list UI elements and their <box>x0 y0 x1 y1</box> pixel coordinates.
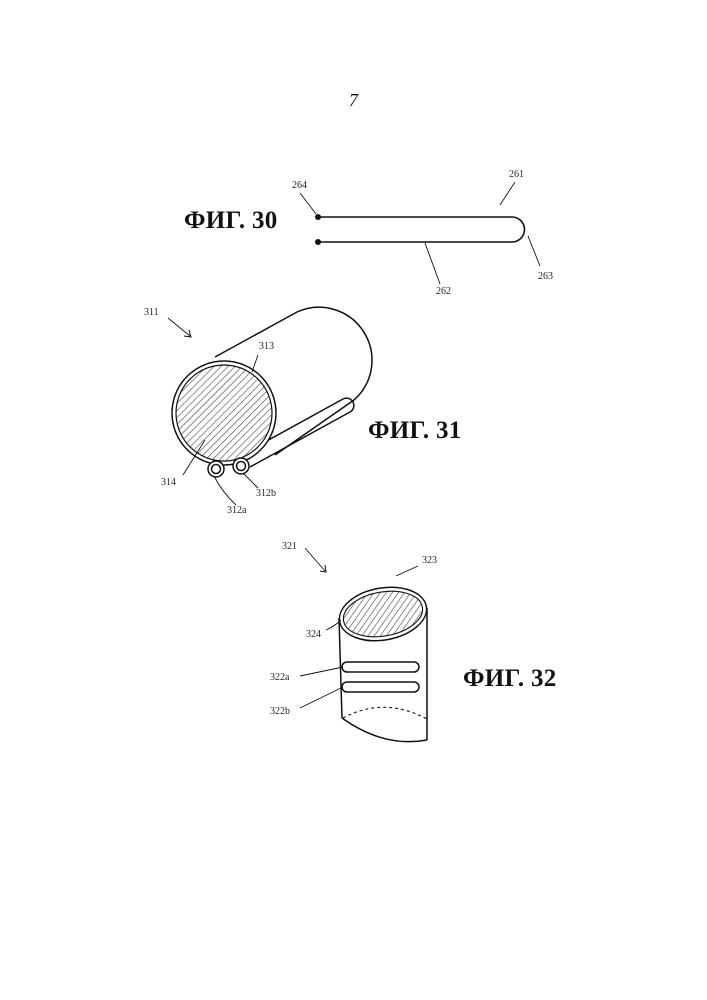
fig32-title: ФИГ. 32 <box>463 665 557 693</box>
leader-322a <box>300 667 343 676</box>
leader-321 <box>305 548 325 571</box>
fig32-hidden-bottom <box>343 707 427 719</box>
fig31-tube-312b-inner <box>237 462 246 471</box>
leader-262 <box>425 243 440 284</box>
leader-311 <box>168 318 190 336</box>
fig30-hairpin-wire <box>318 217 525 242</box>
ref-263: 263 <box>538 272 553 282</box>
ref-322b: 322b <box>270 707 290 717</box>
fig30-terminal-upper <box>315 214 321 220</box>
ref-322a: 322a <box>270 673 289 683</box>
ref-321: 321 <box>282 542 297 552</box>
fig30-drawing <box>300 182 540 284</box>
ref-314: 314 <box>161 478 176 488</box>
ref-323: 323 <box>422 556 437 566</box>
ref-313: 313 <box>259 342 274 352</box>
leader-261 <box>500 182 515 205</box>
fig31-hatched-core <box>176 365 272 461</box>
leader-312b <box>243 473 258 488</box>
leader-313 <box>252 355 258 372</box>
leader-264 <box>300 193 316 214</box>
leader-263 <box>528 236 540 266</box>
ref-311: 311 <box>144 308 159 318</box>
ref-262: 262 <box>436 287 451 297</box>
ref-324: 324 <box>306 630 321 640</box>
fig31-tube-312a-inner <box>212 465 221 474</box>
fig32-tube-322b <box>342 682 419 692</box>
fig32-cylinder-bottom-edge <box>342 718 427 742</box>
leader-322b <box>300 687 343 708</box>
fig30-terminal-lower <box>315 239 321 245</box>
fig31-drawing <box>168 307 372 505</box>
ref-264: 264 <box>292 181 307 191</box>
fig32-drawing <box>300 548 431 742</box>
ref-312a: 312a <box>227 506 246 516</box>
ref-261: 261 <box>509 170 524 180</box>
leader-312a <box>214 476 236 505</box>
fig31-tube-end-cap <box>343 398 354 412</box>
ref-312b: 312b <box>256 489 276 499</box>
fig32-tube-322a <box>342 662 419 672</box>
leader-323 <box>396 566 418 576</box>
fig31-title: ФИГ. 31 <box>368 417 462 445</box>
fig30-title: ФИГ. 30 <box>184 207 278 235</box>
